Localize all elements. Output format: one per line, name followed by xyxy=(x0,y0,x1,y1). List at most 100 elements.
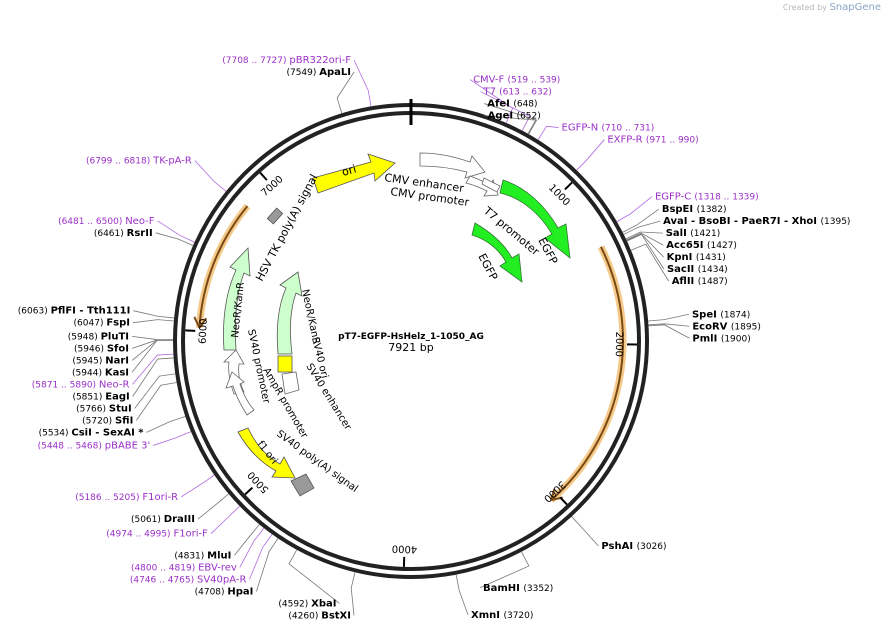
primer-label-6[interactable]: EGFP-C (1318 .. 1339) xyxy=(655,192,759,203)
label-position: (5946) xyxy=(74,344,107,354)
site-label-25[interactable]: (4831) MluI xyxy=(174,550,231,561)
site-label-14[interactable]: SpeI (1874) xyxy=(692,309,750,320)
site-label-38[interactable]: (5948) PluTI xyxy=(68,331,129,342)
site-label-21[interactable]: (4592) XbaI xyxy=(278,598,336,609)
label-name: EBV-rev xyxy=(198,562,237,573)
label-name: PmlI xyxy=(692,333,720,344)
site-label-12[interactable]: SacII (1434) xyxy=(667,264,728,275)
site-label-37[interactable]: (5946) SfoI xyxy=(74,343,129,354)
primer-label-26[interactable]: (4974 .. 4995) F1ori-F xyxy=(106,529,208,540)
primer-label-24[interactable]: (4800 .. 4819) EBV-rev xyxy=(131,562,237,573)
feature-egfp-inner-label: EGFP xyxy=(475,251,500,283)
site-label-8[interactable]: AvaI - BsoBI - PaeR7I - XhoI (1395) xyxy=(663,216,850,227)
label-name: AflII xyxy=(672,276,698,287)
label-position: (6481 .. 6500) xyxy=(58,217,125,227)
tick-7000 xyxy=(260,173,267,180)
label-name: pBABE 3' xyxy=(105,440,151,451)
label-position: (519 .. 539) xyxy=(507,76,560,86)
primer-label-0[interactable]: CMV-F (519 .. 539) xyxy=(473,75,560,86)
site-label-13[interactable]: AflII (1487) xyxy=(672,276,728,287)
label-name: CsiI - SexAI * xyxy=(71,427,144,438)
label-name: KpnI xyxy=(667,252,696,263)
site-label-36[interactable]: (5945) NarI xyxy=(72,355,129,366)
site-label-11[interactable]: KpnI (1431) xyxy=(667,252,726,263)
label-name: ApaLI xyxy=(319,67,351,78)
label-name: EGFP-N xyxy=(562,123,602,134)
label-name: TK-pA-R xyxy=(152,156,192,167)
site-label-35[interactable]: (5944) KasI xyxy=(72,367,129,378)
label-position: (5948) xyxy=(68,332,101,342)
site-label-2[interactable]: AfeI (648) xyxy=(487,99,537,110)
label-position: (5871 .. 5890) xyxy=(32,380,99,390)
label-name: Neo-F xyxy=(125,216,155,227)
site-leader-40 xyxy=(133,311,174,318)
label-position: (1900) xyxy=(721,334,751,344)
primer-label-1[interactable]: T7 (613 .. 632) xyxy=(482,87,551,98)
brand-name: SnapGene xyxy=(829,2,881,13)
site-label-7[interactable]: BspEI (1382) xyxy=(662,204,727,215)
label-position: (5766) xyxy=(76,404,109,414)
label-name: NarI xyxy=(105,355,129,366)
plasmid-length: 7921 bp xyxy=(388,341,433,354)
feature-sv40-ori-box[interactable] xyxy=(278,356,292,372)
site-leader-15 xyxy=(648,324,689,326)
primer-label-42[interactable]: (6481 .. 6500) Neo-F xyxy=(58,216,155,227)
primer-leader-43 xyxy=(195,161,226,192)
primer-label-43[interactable]: (6799 .. 6818) TK-pA-R xyxy=(86,156,192,167)
feature-t7-promoter-label: T7 promoter xyxy=(480,204,542,259)
label-name: RsrII xyxy=(127,228,153,239)
primer-leader-26 xyxy=(211,506,240,534)
primer-label-29[interactable]: (5448 .. 5468) pBABE 3' xyxy=(38,440,151,451)
primer-label-28[interactable]: (5186 .. 5205) F1ori-R xyxy=(75,492,178,503)
site-label-40[interactable]: (6063) PflFI - Tth111I xyxy=(18,306,131,317)
site-label-22[interactable]: (4708) HpaI xyxy=(195,586,254,597)
site-label-27[interactable]: (5061) DraIII xyxy=(131,514,195,525)
site-label-17[interactable]: PshAI (3026) xyxy=(601,541,666,552)
feature-cmv-enhancer-arrow[interactable] xyxy=(420,153,485,178)
label-position: (4974 .. 4995) xyxy=(106,530,173,540)
site-label-19[interactable]: XmnI (3720) xyxy=(471,610,533,621)
site-label-33[interactable]: (5851) EagI xyxy=(72,391,129,402)
primer-label-45[interactable]: (7708 .. 7727) pBR322ori-F xyxy=(222,55,351,66)
feature-neor-inner-arrow[interactable] xyxy=(277,272,302,354)
primer-label-34[interactable]: (5871 .. 5890) Neo-R xyxy=(32,379,130,390)
feature-hsv-tk-polya-box[interactable] xyxy=(267,208,282,224)
feature-ampr-promoter-arrow[interactable] xyxy=(226,372,254,415)
label-position: (5061) xyxy=(131,515,164,525)
site-label-39[interactable]: (6047) FspI xyxy=(74,318,130,329)
site-leader-19 xyxy=(456,575,468,615)
site-label-16[interactable]: PmlI (1900) xyxy=(692,333,750,344)
label-name: SfiI xyxy=(115,415,133,426)
site-label-31[interactable]: (5720) SfiI xyxy=(82,415,133,426)
site-label-9[interactable]: SalI (1421) xyxy=(666,228,721,239)
site-label-15[interactable]: EcoRV (1895) xyxy=(692,321,761,332)
site-label-3[interactable]: AgeI (652) xyxy=(488,111,541,122)
label-name: EcoRV xyxy=(692,321,731,332)
primer-label-23[interactable]: (4746 .. 4765) SV40pA-R xyxy=(130,574,247,585)
label-position: (971 .. 990) xyxy=(646,136,699,146)
site-label-41[interactable]: (6461) RsrII xyxy=(94,228,153,239)
label-position: (5720) xyxy=(82,416,115,426)
site-leader-30 xyxy=(147,416,186,432)
site-label-44[interactable]: (7549) ApaLI xyxy=(286,67,351,78)
tick-label-6000: 6000 xyxy=(198,318,210,344)
primer-label-5[interactable]: EXFP-R (971 .. 990) xyxy=(607,135,698,146)
site-label-18[interactable]: BamHI (3352) xyxy=(483,583,553,594)
label-position: (3026) xyxy=(637,542,667,552)
site-label-20[interactable]: (4260) BstXI xyxy=(288,610,351,621)
site-label-30[interactable]: (5534) CsiI - SexAI * xyxy=(39,427,145,438)
tick-1000 xyxy=(565,182,572,189)
label-name: EXFP-R xyxy=(607,135,645,146)
label-position: (6799 .. 6818) xyxy=(86,157,153,167)
label-position: (4592) xyxy=(278,599,311,609)
label-name: SfoI xyxy=(107,343,129,354)
label-name: CMV-F xyxy=(473,75,507,86)
label-name: XmnI xyxy=(471,610,503,621)
label-position: (6461) xyxy=(94,229,127,239)
label-name: XbaI xyxy=(311,598,336,609)
label-name: T7 xyxy=(482,87,499,98)
site-label-32[interactable]: (5766) StuI xyxy=(76,403,132,414)
primer-label-4[interactable]: EGFP-N (710 .. 731) xyxy=(562,123,655,134)
site-label-10[interactable]: Acc65I (1427) xyxy=(666,240,737,251)
